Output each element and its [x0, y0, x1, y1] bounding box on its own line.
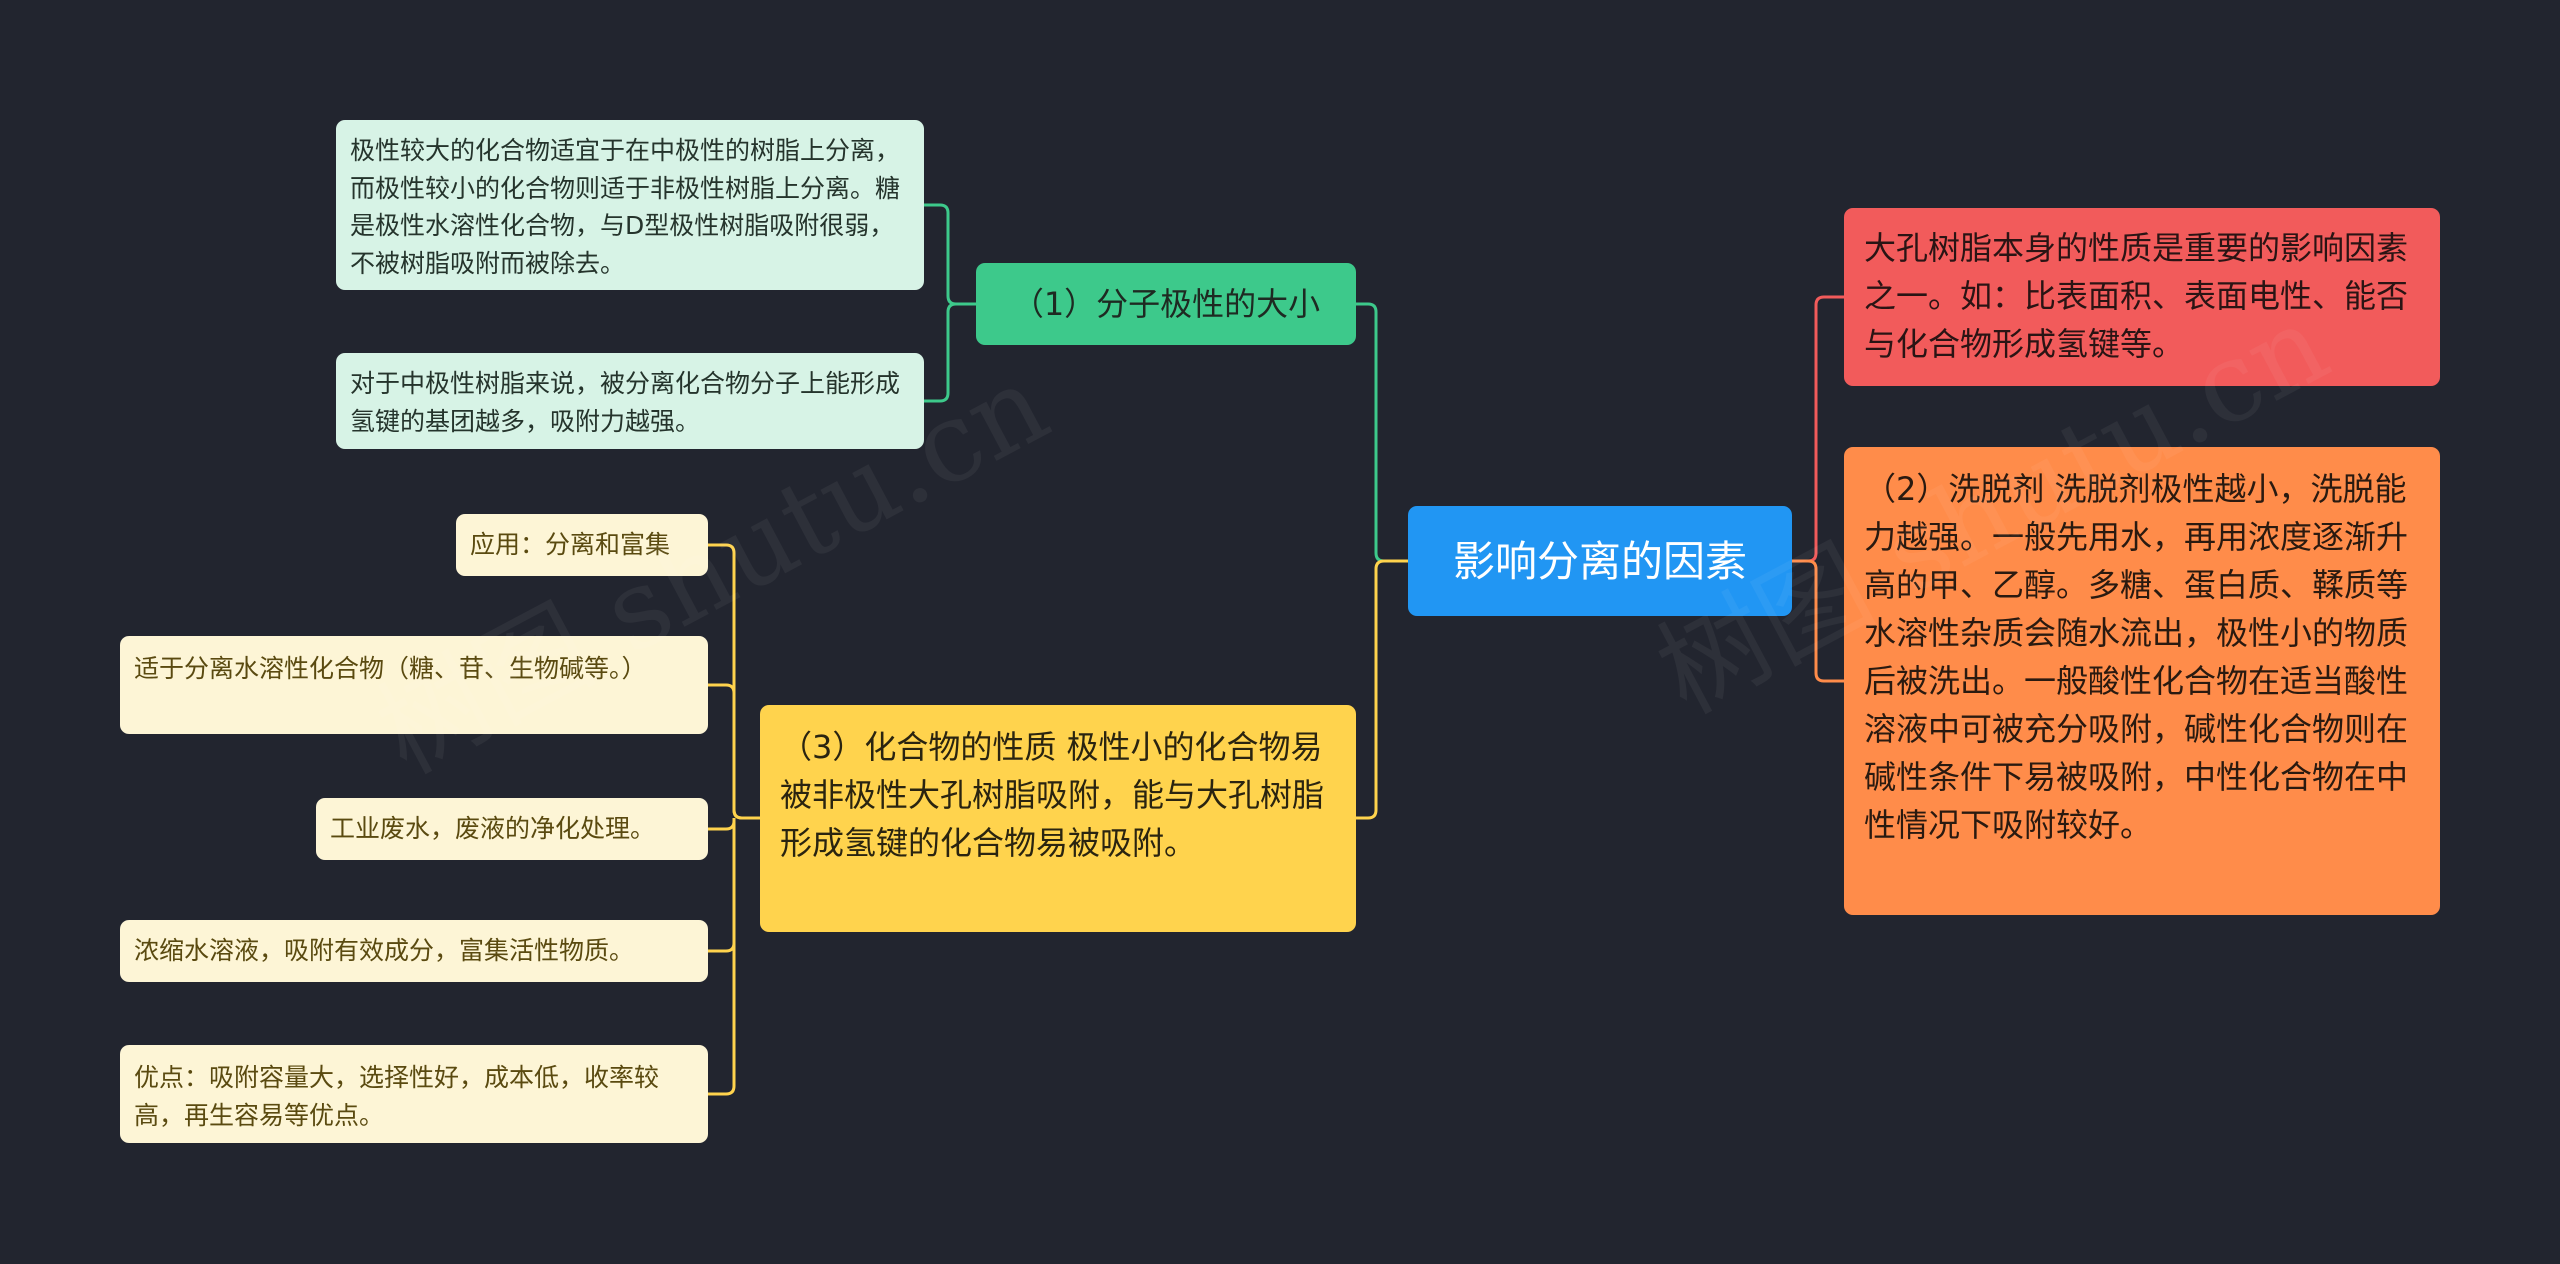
branch-molecular-polarity[interactable]: （1）分子极性的大小: [976, 263, 1356, 345]
leaf-concentrate[interactable]: 浓缩水溶液，吸附有效成分，富集活性物质。: [120, 920, 708, 982]
connector-polarity-to-leaf-2: [924, 302, 976, 403]
leaf-wastewater[interactable]: 工业废水，废液的净化处理。: [316, 798, 708, 860]
connector-compound-to-leaf-4: [708, 818, 736, 953]
leaf-application[interactable]: 应用：分离和富集: [456, 514, 708, 576]
leaf-polarity-detail-2[interactable]: 对于中极性树脂来说，被分离化合物分子上能形成氢键的基团越多，吸附力越强。: [336, 353, 924, 449]
leaf-polarity-detail-1[interactable]: 极性较大的化合物适宜于在中极性的树脂上分离，而极性较小的化合物则适于非极性树脂上…: [336, 120, 924, 290]
connector-root-to-polarity: [1356, 302, 1408, 563]
branch-resin-nature[interactable]: 大孔树脂本身的性质是重要的影响因素之一。如：比表面积、表面电性、能否与化合物形成…: [1844, 208, 2440, 386]
connector-compound-to-leaf-3: [708, 818, 736, 831]
branch-compound-properties[interactable]: （3）化合物的性质 极性小的化合物易被非极性大孔树脂吸附，能与大孔树脂形成氢键的…: [760, 705, 1356, 932]
connector-root-to-eluent: [1792, 559, 1844, 683]
connector-root-to-compound: [1356, 559, 1408, 820]
root-topic[interactable]: 影响分离的因素: [1408, 506, 1792, 616]
connector-compound-to-leaf-5: [708, 818, 736, 1096]
connector-compound-to-leaf-2: [708, 683, 760, 820]
leaf-advantages[interactable]: 优点：吸附容量大，选择性好，成本低，收率较高，再生容易等优点。: [120, 1045, 708, 1143]
connector-polarity-to-leaf-1: [924, 203, 976, 306]
branch-eluent[interactable]: （2）洗脱剂 洗脱剂极性越小，洗脱能力越强。一般先用水，再用浓度逐渐升高的甲、乙…: [1844, 447, 2440, 915]
connector-root-to-resin: [1792, 295, 1844, 563]
leaf-water-soluble[interactable]: 适于分离水溶性化合物（糖、苷、生物碱等。）: [120, 636, 708, 734]
